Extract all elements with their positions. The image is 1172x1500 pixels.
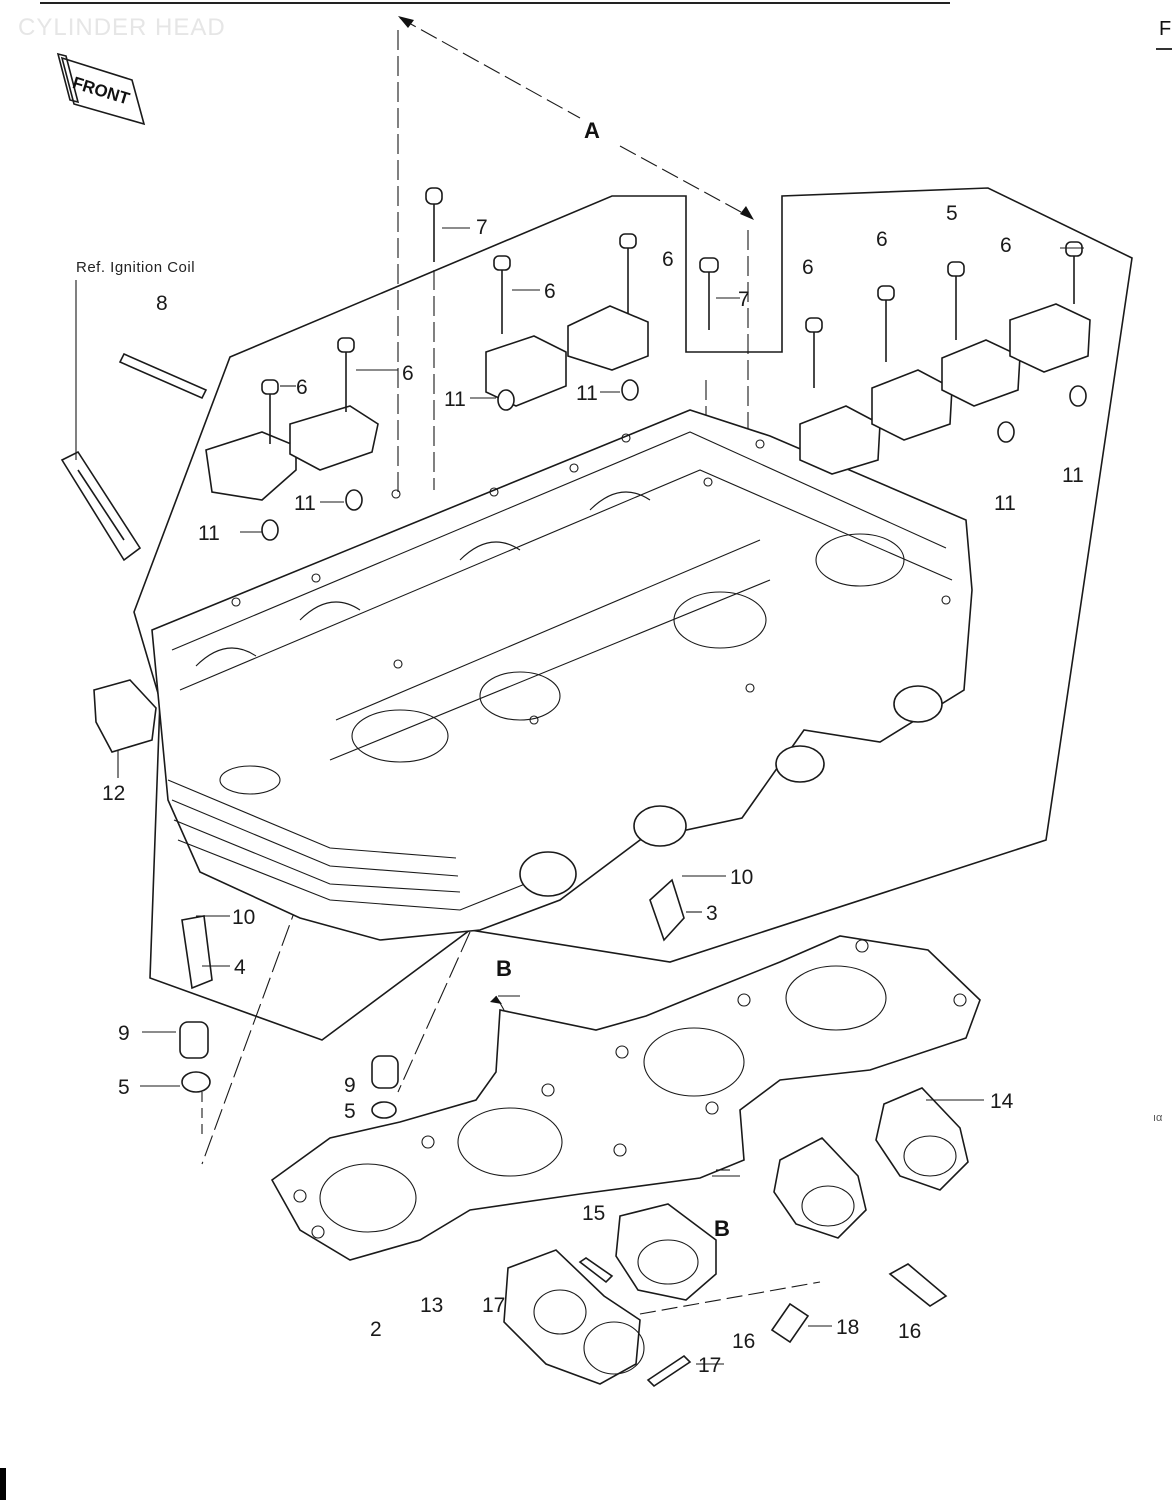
callout-11-c: 11 [444,388,466,411]
front-direction-badge: FRONT [56,52,146,126]
intake-holders [503,1087,969,1385]
callout-leaders [117,227,1084,1365]
callout-5-left: 5 [118,1076,130,1099]
callout-10-left: 10 [232,906,255,929]
page-title: CYLINDER HEAD [18,14,226,41]
callout-11-f: 11 [1062,464,1084,487]
spark-plug [60,450,142,562]
callout-6-b: 6 [402,362,414,385]
callout-17-b: 17 [698,1354,721,1377]
oil-tube-8 [118,352,208,400]
callout-17-a: 17 [482,1294,505,1317]
callout-9-left: 9 [118,1022,130,1045]
reference-letter-a: A [584,118,600,143]
callout-6-f: 6 [876,228,888,251]
small-parts [179,878,685,1119]
callout-11-d: 11 [576,382,598,405]
callout-16-a: 16 [732,1330,755,1353]
callout-9-center: 9 [344,1074,356,1097]
callout-11-e: 11 [994,492,1016,515]
reference-note: Ref. Ignition Coil [76,259,196,276]
assembly-boundary [133,187,1133,1041]
reference-letter-b-top: B [496,956,512,981]
holder-fasteners [578,1257,948,1388]
camshaft-caps [205,303,1091,501]
scan-edge-mark [0,1468,6,1500]
callout-15: 15 [582,1202,605,1225]
callout-6-e: 6 [802,256,814,279]
reference-arrow-a [398,16,754,220]
callout-7-center: 7 [738,288,750,311]
callout-18: 18 [836,1316,859,1339]
head-gasket [270,935,981,1261]
callout-7-top: 7 [476,216,488,239]
cap-bolts [261,187,1083,444]
callout-16-b: 16 [898,1320,921,1343]
plug-12 [93,679,157,753]
callout-labels: 7 7 8 5 6 6 6 6 6 6 6 11 11 11 11 11 11 … [102,202,1084,1377]
callout-2: 2 [370,1318,382,1341]
callout-3: 3 [706,902,718,925]
callout-6-a: 6 [296,376,308,399]
corner-letter: F [1159,18,1172,40]
callout-6-d: 6 [662,248,674,271]
callout-10-right: 10 [730,866,753,889]
margin-mark: ıα [1153,1112,1163,1124]
callout-12: 12 [102,782,125,805]
callout-4: 4 [234,956,246,979]
callout-5-top: 5 [946,202,958,225]
cylinder-head-body [151,409,973,941]
callout-13: 13 [420,1294,443,1317]
callout-8: 8 [156,292,168,315]
callout-6-c: 6 [544,280,556,303]
callout-11-b: 11 [294,492,316,515]
callout-6-g: 6 [1000,234,1012,257]
dowel-pins [261,379,1087,541]
callout-14: 14 [990,1090,1014,1113]
reference-letter-b-bottom: B [714,1216,730,1241]
corner-rule [1156,48,1172,50]
callout-5-center: 5 [344,1100,356,1123]
reference-b-markers [490,995,730,1171]
callout-11-a: 11 [198,522,220,545]
